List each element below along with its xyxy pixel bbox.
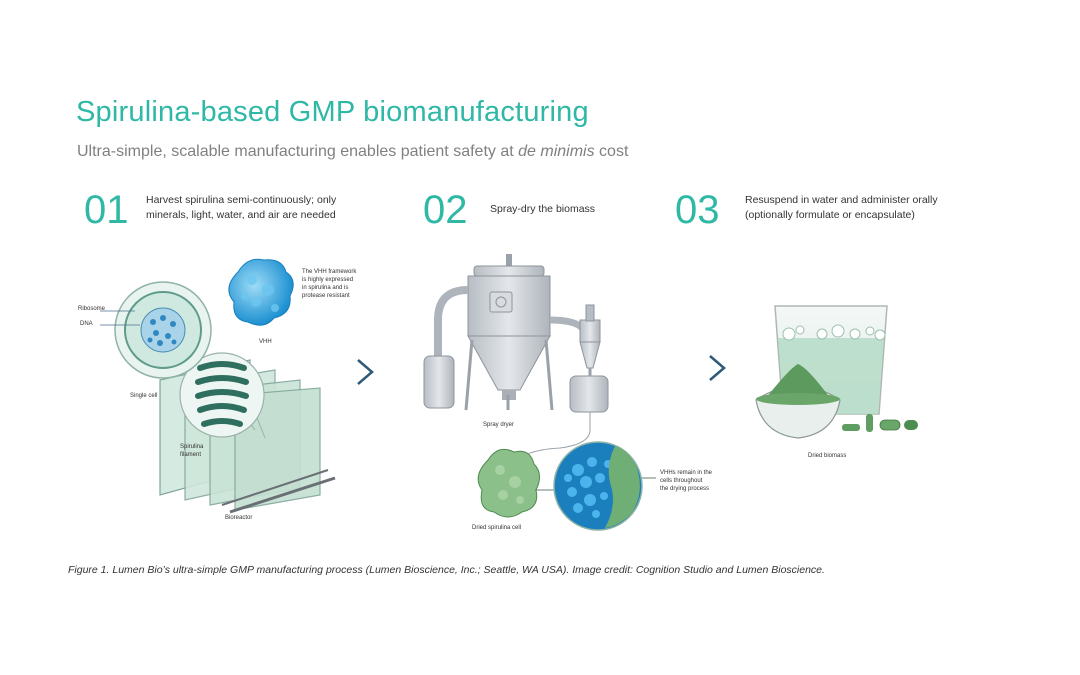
subtitle-italic: de minimis xyxy=(518,143,595,160)
vhhs-remain-line-1: VHHs remain in the xyxy=(660,470,713,476)
label-ribosome: Ribosome xyxy=(78,306,106,312)
dried-spirulina-cell-graphic xyxy=(477,448,560,518)
label-dried-spirulina-cell: Dried spirulina cell xyxy=(472,525,522,531)
vhh-note-line-4: protease resistant xyxy=(302,293,350,300)
capsules-graphic xyxy=(842,414,918,432)
vhh-note-line-2: is highly expressed xyxy=(302,277,354,284)
label-bioreactor: Bioreactor xyxy=(225,515,253,521)
vhh-protein-graphic xyxy=(228,258,294,326)
label-spray-dryer: Spray dryer xyxy=(483,422,515,428)
step-1-number: 01 xyxy=(84,188,129,232)
subtitle-text-pre: Ultra-simple, scalable manufacturing ena… xyxy=(77,143,519,160)
vhh-in-cell-zoom-graphic xyxy=(553,441,656,531)
vhhs-remain-line-2: cells throughout xyxy=(660,478,703,485)
step-3-line-2: (optionally formulate or encapsulate) xyxy=(745,209,915,222)
step-1-description: Harvest spirulina semi-continuously; onl… xyxy=(146,193,336,223)
step-3-description: Resuspend in water and administer orally… xyxy=(745,193,938,223)
figure-caption: Figure 1. Lumen Bio’s ultra-simple GMP m… xyxy=(68,564,825,576)
filament-line-2: filament xyxy=(180,452,202,459)
arrow-step-1-to-2 xyxy=(270,359,374,385)
label-vhh: VHH xyxy=(259,339,272,345)
vhhs-remain-line-3: the drying process xyxy=(660,486,710,493)
filament-line-1: Spirulina xyxy=(180,444,204,450)
label-single-cell: Single cell xyxy=(130,393,158,399)
spray-dryer-graphic xyxy=(423,254,609,469)
arrow-step-2-to-3 xyxy=(610,355,726,381)
label-dried-biomass: Dried biomass xyxy=(808,453,847,459)
step-3-number: 03 xyxy=(675,188,720,232)
vhh-note-line-1: The VHH framework xyxy=(302,269,357,275)
spirulina-filament-graphic xyxy=(179,352,265,438)
vhh-note-line-3: in spirulina and is xyxy=(302,285,349,292)
dried-biomass-powder-graphic xyxy=(755,364,841,439)
step-1-line-1: Harvest spirulina semi-continuously; onl… xyxy=(146,194,337,206)
figure-subtitle: Ultra-simple, scalable manufacturing ena… xyxy=(77,143,628,161)
label-spirulina-filament: Spirulina filament xyxy=(180,443,203,459)
step-2-number: 02 xyxy=(423,188,468,232)
label-dna: DNA xyxy=(80,321,93,327)
single-cell-graphic xyxy=(100,281,212,379)
label-vhh-note: The VHH framework is highly expressed in… xyxy=(302,268,356,300)
subtitle-text-post: cost xyxy=(594,143,629,160)
step-3-line-1: Resuspend in water and administer orally xyxy=(745,194,938,206)
step-1-line-2: minerals, light, water, and air are need… xyxy=(146,209,336,222)
step-2-line-1: Spray-dry the biomass xyxy=(490,203,596,215)
step-2-description: Spray-dry the biomass xyxy=(490,202,595,217)
figure-title: Spirulina-based GMP biomanufacturing xyxy=(76,96,589,128)
label-vhhs-remain: VHHs remain in the cells throughout the … xyxy=(660,469,712,493)
